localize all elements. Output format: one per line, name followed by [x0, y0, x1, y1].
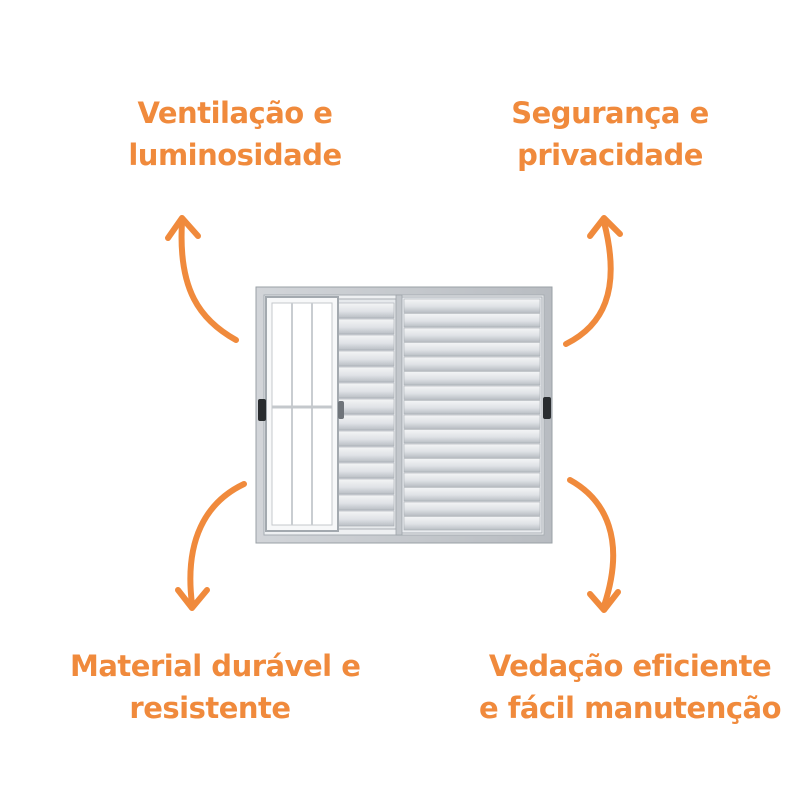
louver-slat — [337, 350, 395, 367]
feature-sealing-label: Vedação eficiente e fácil manutenção — [475, 645, 785, 729]
louver-slat — [403, 443, 541, 458]
feature-material-label: Material durável e resistente — [70, 645, 361, 729]
louver-slat — [337, 382, 395, 399]
louver-slat — [403, 400, 541, 415]
glass-sash — [265, 296, 339, 532]
louver-slat — [337, 398, 395, 415]
feature-ventilation-line1: Ventilação e — [137, 96, 333, 130]
louver-slat — [403, 472, 541, 487]
feature-security-line2: privacidade — [517, 138, 703, 172]
louver-slat — [403, 501, 541, 516]
louver-slat — [337, 302, 395, 319]
arrow-bottom-left-icon — [175, 481, 247, 611]
louver-slat — [403, 371, 541, 386]
louver-slat — [337, 318, 395, 335]
right-louver-panel — [397, 296, 543, 534]
feature-security-label: Segurança e privacidade — [475, 92, 745, 176]
louver-slat — [337, 366, 395, 383]
window-illustration — [255, 286, 553, 544]
louver-slat — [403, 385, 541, 400]
louver-slat — [403, 327, 541, 342]
left-louver-panel — [333, 298, 397, 530]
arrow-bottom-right-icon — [567, 477, 621, 613]
feature-material-line1: Material durável e — [70, 649, 361, 683]
feature-sealing-line2: e fácil manutenção — [478, 691, 782, 725]
louver-slat — [337, 446, 395, 463]
louver-slat — [337, 430, 395, 447]
left-handle-icon — [258, 399, 266, 421]
louver-slat — [337, 334, 395, 351]
feature-ventilation-label: Ventilação e luminosidade — [100, 92, 370, 176]
feature-sealing-line1: Vedação eficiente — [488, 649, 772, 683]
louver-slat — [403, 298, 541, 313]
louver-slat — [403, 487, 541, 502]
feature-material-line2: resistente — [129, 691, 291, 725]
louver-slat — [403, 313, 541, 328]
louver-slat — [337, 478, 395, 495]
louver-slat — [403, 458, 541, 473]
louver-slat — [403, 356, 541, 371]
louver-slat — [403, 429, 541, 444]
feature-security-line1: Segurança e — [511, 96, 709, 130]
louver-slat — [403, 342, 541, 357]
louver-slat — [337, 414, 395, 431]
arrow-top-left-icon — [165, 215, 239, 343]
louver-slat — [403, 516, 541, 531]
louver-slat — [403, 414, 541, 429]
feature-ventilation-line2: luminosidade — [128, 138, 342, 172]
right-handle-icon — [543, 397, 551, 419]
center-handle-icon — [338, 401, 344, 419]
louver-slat — [337, 510, 395, 527]
louver-slat — [337, 494, 395, 511]
arrow-top-right-icon — [563, 215, 623, 347]
louver-slat — [337, 462, 395, 479]
